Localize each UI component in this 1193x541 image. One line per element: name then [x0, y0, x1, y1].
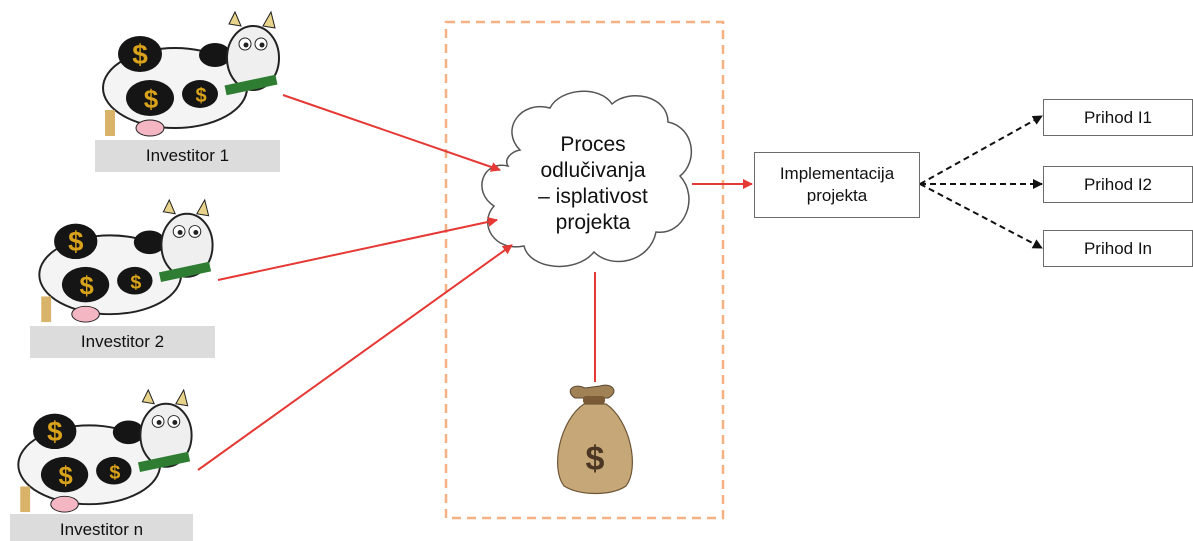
- decision-zone-dashed-frame: [444, 20, 725, 520]
- investor-label: Investitor 2: [30, 326, 215, 358]
- income-box-2: Prihod I2: [1043, 166, 1193, 203]
- svg-text:$: $: [130, 272, 141, 294]
- cow-investor-icon: $ $ $: [17, 388, 193, 513]
- svg-text:$: $: [586, 440, 605, 478]
- svg-text:$: $: [195, 85, 206, 107]
- cow-investor-icon: $ $ $: [38, 198, 214, 323]
- cow-investor-icon: $ $ $: [102, 10, 280, 137]
- investor-card-n: $ $ $ Investitor n: [10, 388, 193, 541]
- arrow-implementation-to-incomen: [919, 183, 1043, 249]
- money-bag-icon: $: [557, 384, 633, 495]
- investor-label: Investitor n: [10, 514, 193, 541]
- svg-text:$: $: [79, 272, 93, 300]
- svg-text:$: $: [47, 416, 62, 447]
- implementation-box: Implementacija projekta: [754, 152, 920, 218]
- svg-text:$: $: [58, 462, 72, 490]
- income-box-n: Prihod In: [1043, 230, 1193, 267]
- cloud-icon: [481, 90, 693, 268]
- income-box-1: Prihod I1: [1043, 99, 1193, 136]
- investor-card-2: $ $ $ Investitor 2: [30, 198, 215, 358]
- investor-label: Investitor 1: [95, 140, 280, 172]
- svg-text:$: $: [132, 39, 148, 70]
- svg-text:$: $: [68, 226, 83, 257]
- svg-text:$: $: [109, 462, 120, 484]
- decision-process-text: Proces odlučivanja – isplativost projekt…: [538, 133, 648, 234]
- investor-card-1: $ $ $ Investitor 1: [95, 10, 280, 172]
- arrow-implementation-to-income1: [919, 115, 1043, 185]
- arrow-investor1-to-process: [282, 94, 501, 172]
- arrow-investorn-to-process: [197, 244, 513, 471]
- arrow-investor2-to-process: [217, 217, 498, 281]
- svg-text:$: $: [144, 84, 159, 114]
